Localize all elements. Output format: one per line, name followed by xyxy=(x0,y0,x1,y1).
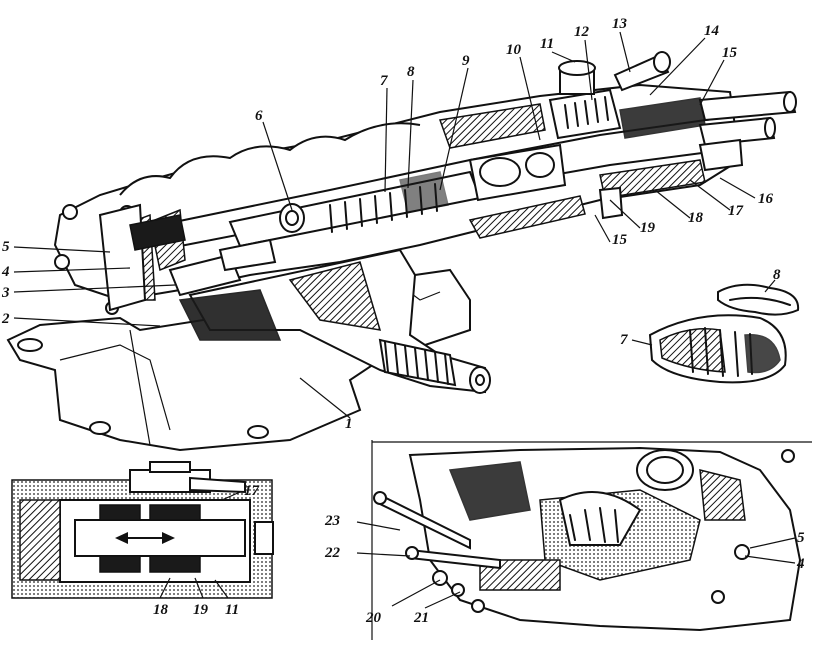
callout-label-1: 1 xyxy=(345,416,353,432)
valve-detail-label-18: 18 xyxy=(153,602,169,618)
valve-detail-label-19: 19 xyxy=(193,602,209,618)
callout-label-2: 2 xyxy=(1,311,10,327)
linkage-label-5: 5 xyxy=(797,530,805,546)
callout-label-15-bottom: 15 xyxy=(612,232,628,248)
linkage-label-21: 21 xyxy=(413,610,429,626)
main-leader-lines xyxy=(13,31,756,419)
callout-label-14: 14 xyxy=(704,23,720,39)
main-cutaway-view: 1 2 3 4 5 6 7 8 9 10 11 12 13 14 15 15 1… xyxy=(1,16,797,452)
callout-label-9: 9 xyxy=(462,53,470,69)
callout-label-6: 6 xyxy=(255,108,263,124)
callout-label-18: 18 xyxy=(688,210,704,226)
worm-detail-label-8: 8 xyxy=(773,267,781,283)
linkage-label-22: 22 xyxy=(324,545,341,561)
valve-section-detail: 17 18 19 11 xyxy=(11,461,274,618)
callout-label-5: 5 xyxy=(2,239,10,255)
linkage-label-20: 20 xyxy=(365,610,382,626)
control-valve-body xyxy=(548,51,797,220)
callout-label-13: 13 xyxy=(612,16,628,32)
callout-label-4: 4 xyxy=(1,264,10,280)
callout-label-16: 16 xyxy=(758,191,774,207)
valve-detail-label-17: 17 xyxy=(244,483,260,499)
callout-label-12: 12 xyxy=(574,24,590,40)
callout-label-15-top: 15 xyxy=(722,45,738,61)
callout-label-19: 19 xyxy=(640,220,656,236)
linkage-label-23: 23 xyxy=(324,513,341,529)
callout-label-11: 11 xyxy=(540,36,554,52)
sector-shaft-and-arm xyxy=(98,203,491,394)
linkage-label-4: 4 xyxy=(796,556,805,572)
worm-detail-label-7: 7 xyxy=(620,332,628,348)
worm-shaft xyxy=(228,143,567,248)
linkage-detail: 23 22 20 21 5 4 xyxy=(324,440,812,640)
callout-label-10: 10 xyxy=(506,42,522,58)
callout-label-7: 7 xyxy=(380,73,388,89)
callout-label-17: 17 xyxy=(728,203,744,219)
valve-detail-label-11: 11 xyxy=(225,602,239,618)
callout-label-8: 8 xyxy=(407,64,415,80)
main-labels: 1 2 3 4 5 6 7 8 9 10 11 12 13 14 15 15 1… xyxy=(1,16,774,432)
worm-nut-detail: 7 8 xyxy=(620,267,800,384)
callout-label-3: 3 xyxy=(1,285,10,301)
